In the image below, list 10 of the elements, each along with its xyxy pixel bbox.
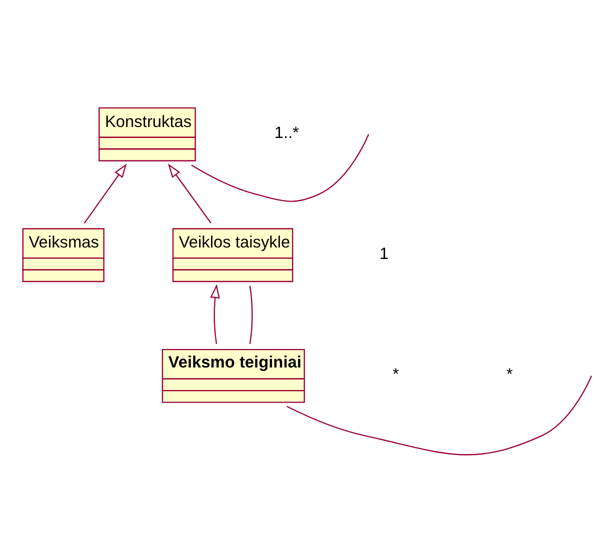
label: * [392, 366, 399, 384]
label: * [506, 366, 513, 384]
connector [191, 134, 370, 202]
arrow [210, 284, 220, 344]
label: 1 [380, 244, 389, 263]
label: 1..* [274, 124, 300, 142]
arrow [84, 164, 127, 224]
connector [249, 286, 253, 344]
connector [286, 376, 592, 456]
arrow [168, 164, 212, 224]
